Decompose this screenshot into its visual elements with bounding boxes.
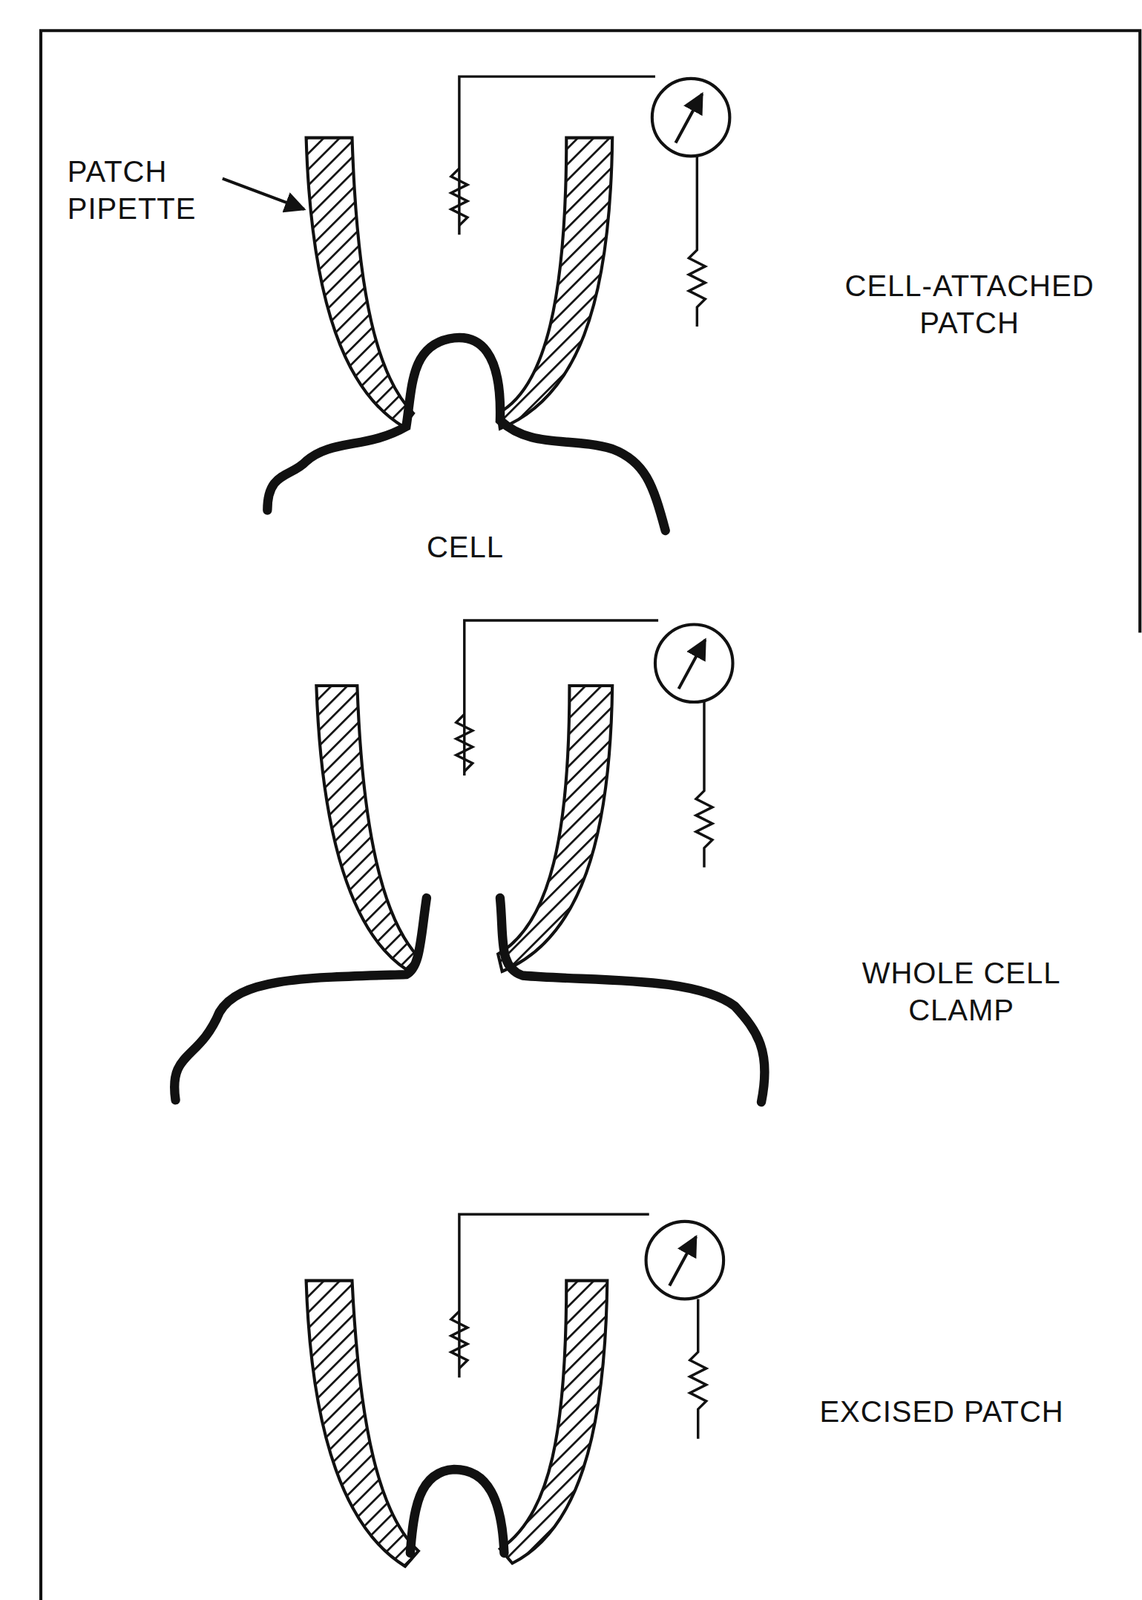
pipette-wall [497,685,613,972]
meter [655,624,734,703]
wire [459,76,656,235]
cell-membrane [267,337,665,531]
cell-membrane [174,897,427,1100]
pipette-wall [306,1280,419,1567]
excised-panel [306,1213,725,1566]
electrode [456,714,473,772]
panel-title: WHOLE CELL CLAMP [839,954,1085,1029]
meter [646,1221,725,1300]
ground-electrode [696,701,713,868]
leader-arrow [222,178,305,210]
part-label: PATCH PIPETTE [67,152,288,228]
whole-cell-panel [174,620,765,1102]
wire [459,1213,650,1378]
panel-title: CELL-ATTACHED PATCH [816,267,1123,342]
excised-membrane [410,1469,505,1554]
ground-electrode [688,155,705,327]
wire [464,620,659,776]
meter-needle [669,1236,697,1286]
pipette-wall [500,1280,607,1564]
electrode [451,168,468,226]
meter [652,78,731,157]
border [40,30,1140,1600]
pipette-wall [316,685,419,970]
meter-needle [675,94,702,144]
part-label: CELL [426,528,504,566]
pipette-wall [306,138,414,427]
electrode [451,1311,468,1369]
pipette-wall [497,138,613,429]
cell-membrane [500,897,766,1102]
meter-needle [678,639,706,689]
cell-attached-panel [222,76,731,531]
ground-electrode [690,1298,707,1439]
panel-title: EXCISED PATCH [819,1392,1064,1430]
frame [40,30,1140,1600]
